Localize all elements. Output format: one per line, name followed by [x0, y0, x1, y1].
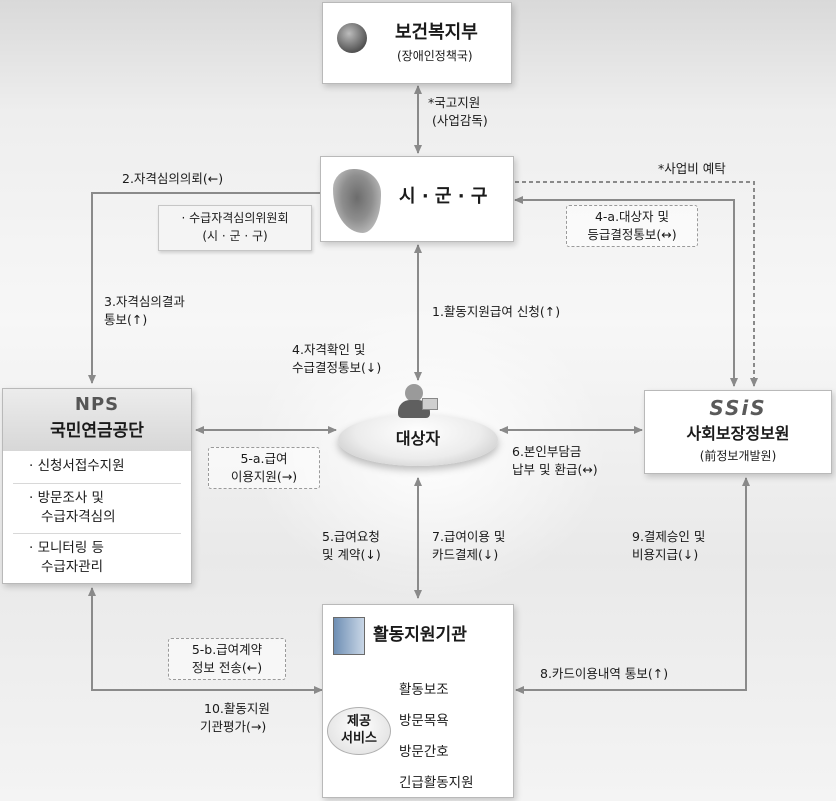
agency-name: 활동지원기관: [373, 625, 467, 645]
mohw-emblem-icon: [337, 23, 367, 53]
label-4a-2: 등급결정통보(↔): [587, 227, 677, 242]
label-subsidy-2: (사업감독): [432, 113, 488, 128]
nps-item-2b: 수급자격심의: [41, 509, 116, 525]
label-4-1: 4.자격확인 및: [292, 342, 366, 357]
ssis-logo: SSiS: [709, 396, 767, 420]
label-4-2: 수급결정통보(↓): [292, 360, 382, 375]
ssis-sub: (前정보개발원): [699, 449, 777, 463]
target-ellipse: 대상자: [338, 414, 498, 466]
label-5b-2: 정보 전송(←): [191, 660, 263, 675]
arrow-agency-nps: [88, 587, 323, 694]
nps-name: 국민연금공단: [50, 421, 144, 441]
service-item-4: 긴급활동지원: [399, 775, 474, 791]
service-line1: 제공: [347, 714, 371, 729]
label-2: 2.자격심의의뢰(←): [122, 171, 224, 186]
label-5b-box: 5-b.급여계약 정보 전송(←): [168, 638, 286, 680]
service-badge: 제공 서비스: [327, 707, 391, 755]
korea-map-icon: [333, 169, 381, 233]
label-3-2: 통보(↑): [104, 312, 148, 327]
committee-line1: · 수급자격심의위원회: [181, 211, 289, 225]
label-1: 1.활동지원급여 신청(↑): [432, 304, 561, 319]
arrow-agency-ssis: [515, 477, 750, 694]
label-5a-2: 이용지원(→): [230, 469, 298, 484]
arrow-sgg-ssis: [514, 196, 738, 387]
label-4a-box: 4-a.대상자 및 등급결정통보(↔): [566, 205, 698, 247]
committee-box: · 수급자격심의위원회 (시 · 군 · 구): [158, 205, 312, 251]
mohw-box: 보건복지부 (장애인정책국): [322, 2, 512, 84]
label-8: 8.카드이용내역 통보(↑): [540, 666, 669, 681]
label-9-2: 비용지급(↓): [632, 547, 699, 562]
sgg-box: 시 · 군 · 구: [320, 156, 514, 242]
nps-logo: NPS: [74, 394, 120, 415]
service-item-1: 활동보조: [399, 682, 449, 698]
label-10-1: 10.활동지원: [204, 701, 270, 716]
service-line2: 서비스: [341, 731, 377, 746]
agency-box: 활동지원기관 제공 서비스 활동보조 방문목욕 방문간호 긴급활동지원: [322, 604, 514, 798]
label-6-1: 6.본인부담금: [512, 444, 582, 459]
label-3-1: 3.자격심의결과: [104, 294, 185, 309]
ssis-name: 사회보장정보원: [686, 424, 790, 443]
label-5b-1: 5-b.급여계약: [191, 642, 263, 657]
service-item-2: 방문목욕: [399, 713, 449, 729]
nps-item-1: · 신청서접수지원: [29, 458, 125, 474]
label-5-1: 5.급여요청: [322, 529, 380, 544]
label-9-1: 9.결제승인 및: [632, 529, 706, 544]
nps-box: NPS 국민연금공단 · 신청서접수지원 · 방문조사 및 수급자격심의 · 모…: [2, 388, 192, 584]
label-7-1: 7.급여이용 및: [432, 529, 506, 544]
label-deposit: *사업비 예탁: [658, 161, 726, 176]
nps-item-3b: 수급자관리: [41, 559, 104, 575]
label-5-2: 및 계약(↓): [322, 547, 381, 562]
nps-sep-2: [13, 533, 181, 534]
ssis-box: SSiS 사회보장정보원 (前정보개발원): [644, 390, 832, 474]
mohw-name: 보건복지부: [395, 22, 478, 43]
nps-header: [3, 389, 191, 451]
sgg-name: 시 · 군 · 구: [399, 186, 488, 207]
label-7-2: 카드결제(↓): [432, 547, 499, 562]
nps-sep-1: [13, 483, 181, 484]
target-name: 대상자: [395, 429, 441, 448]
label-10-2: 기관평가(→): [200, 719, 267, 734]
nps-item-2: · 방문조사 및: [29, 490, 104, 506]
label-4a-1: 4-a.대상자 및: [594, 209, 670, 224]
label-subsidy-1: *국고지원: [428, 95, 481, 110]
label-5a-box: 5-a.급여 이용지원(→): [208, 447, 320, 489]
arrow-sgg-nps: [88, 192, 320, 384]
label-6-2: 납부 및 환급(↔): [512, 462, 598, 477]
nps-item-3: · 모니터링 등: [29, 540, 104, 556]
committee-line2: (시 · 군 · 구): [202, 229, 268, 243]
label-5a-1: 5-a.급여: [240, 451, 288, 466]
building-icon: [333, 617, 365, 655]
arrow-deposit: [515, 181, 758, 387]
mohw-sub: (장애인정책국): [397, 49, 473, 63]
person-icon: [396, 384, 438, 420]
service-item-3: 방문간호: [399, 744, 449, 760]
